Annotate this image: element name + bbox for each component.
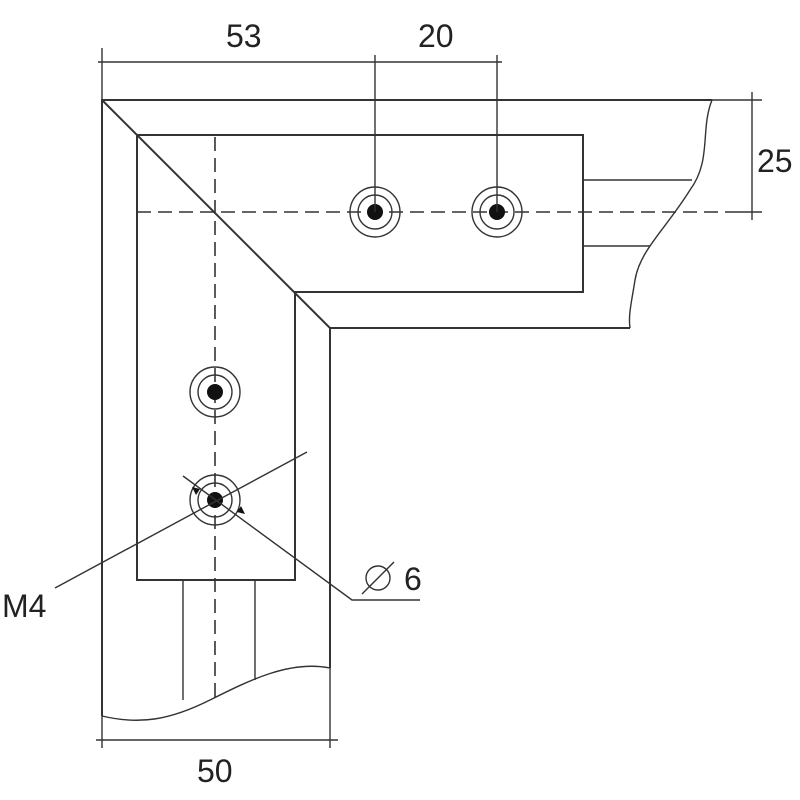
dim-53: 53 (226, 18, 262, 54)
top-dimension (98, 48, 502, 212)
right-break-line (628, 99, 713, 329)
leader-arrows (192, 487, 245, 514)
connector-plate (136, 134, 584, 581)
diameter-symbol-icon (361, 561, 395, 595)
dim-25: 25 (757, 143, 793, 179)
right-dimension (712, 92, 762, 220)
diameter-leader (182, 475, 420, 601)
m4-leader (54, 451, 308, 589)
profile-lines-bottom (182, 580, 256, 700)
profile-lines-right (583, 179, 692, 247)
dim-50: 50 (197, 753, 233, 789)
bottom-dimension (96, 668, 338, 748)
hole-3 (189, 366, 241, 418)
outer-profile (101, 99, 712, 716)
m4-label: M4 (2, 588, 46, 624)
diameter-label: 6 (404, 561, 422, 597)
dim-20: 20 (418, 18, 454, 54)
bottom-break-line (101, 665, 331, 721)
